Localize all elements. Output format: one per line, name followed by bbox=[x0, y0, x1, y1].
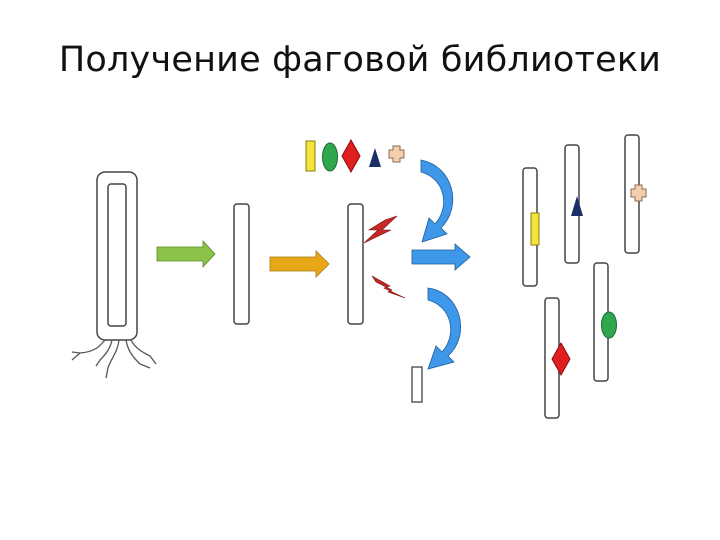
curved-arrow-icon bbox=[427, 287, 462, 370]
green-oval-insert bbox=[322, 142, 338, 172]
dna-fragment-icon bbox=[411, 366, 423, 403]
lightning-icon bbox=[371, 275, 406, 299]
yellow-insert bbox=[305, 140, 316, 172]
library-segment bbox=[624, 134, 647, 254]
lightning-icon bbox=[363, 215, 398, 244]
phage-icon bbox=[71, 171, 157, 379]
library-segment bbox=[522, 167, 540, 287]
arrow-right-icon bbox=[269, 250, 330, 278]
red-diamond-insert bbox=[341, 138, 361, 174]
arrow-right-icon bbox=[411, 243, 471, 271]
arrow-right-icon bbox=[156, 239, 216, 269]
library-segment bbox=[564, 144, 583, 264]
navy-triangle-insert bbox=[369, 148, 381, 167]
library-segment bbox=[544, 297, 571, 419]
library-segment bbox=[593, 262, 617, 382]
slide-title: Получение фаговой библиотеки bbox=[58, 40, 662, 80]
peach-cross-insert bbox=[388, 145, 405, 163]
curved-arrow-icon bbox=[420, 159, 454, 243]
dna-fragment-icon bbox=[233, 203, 250, 325]
dna-fragment-icon bbox=[347, 203, 364, 325]
